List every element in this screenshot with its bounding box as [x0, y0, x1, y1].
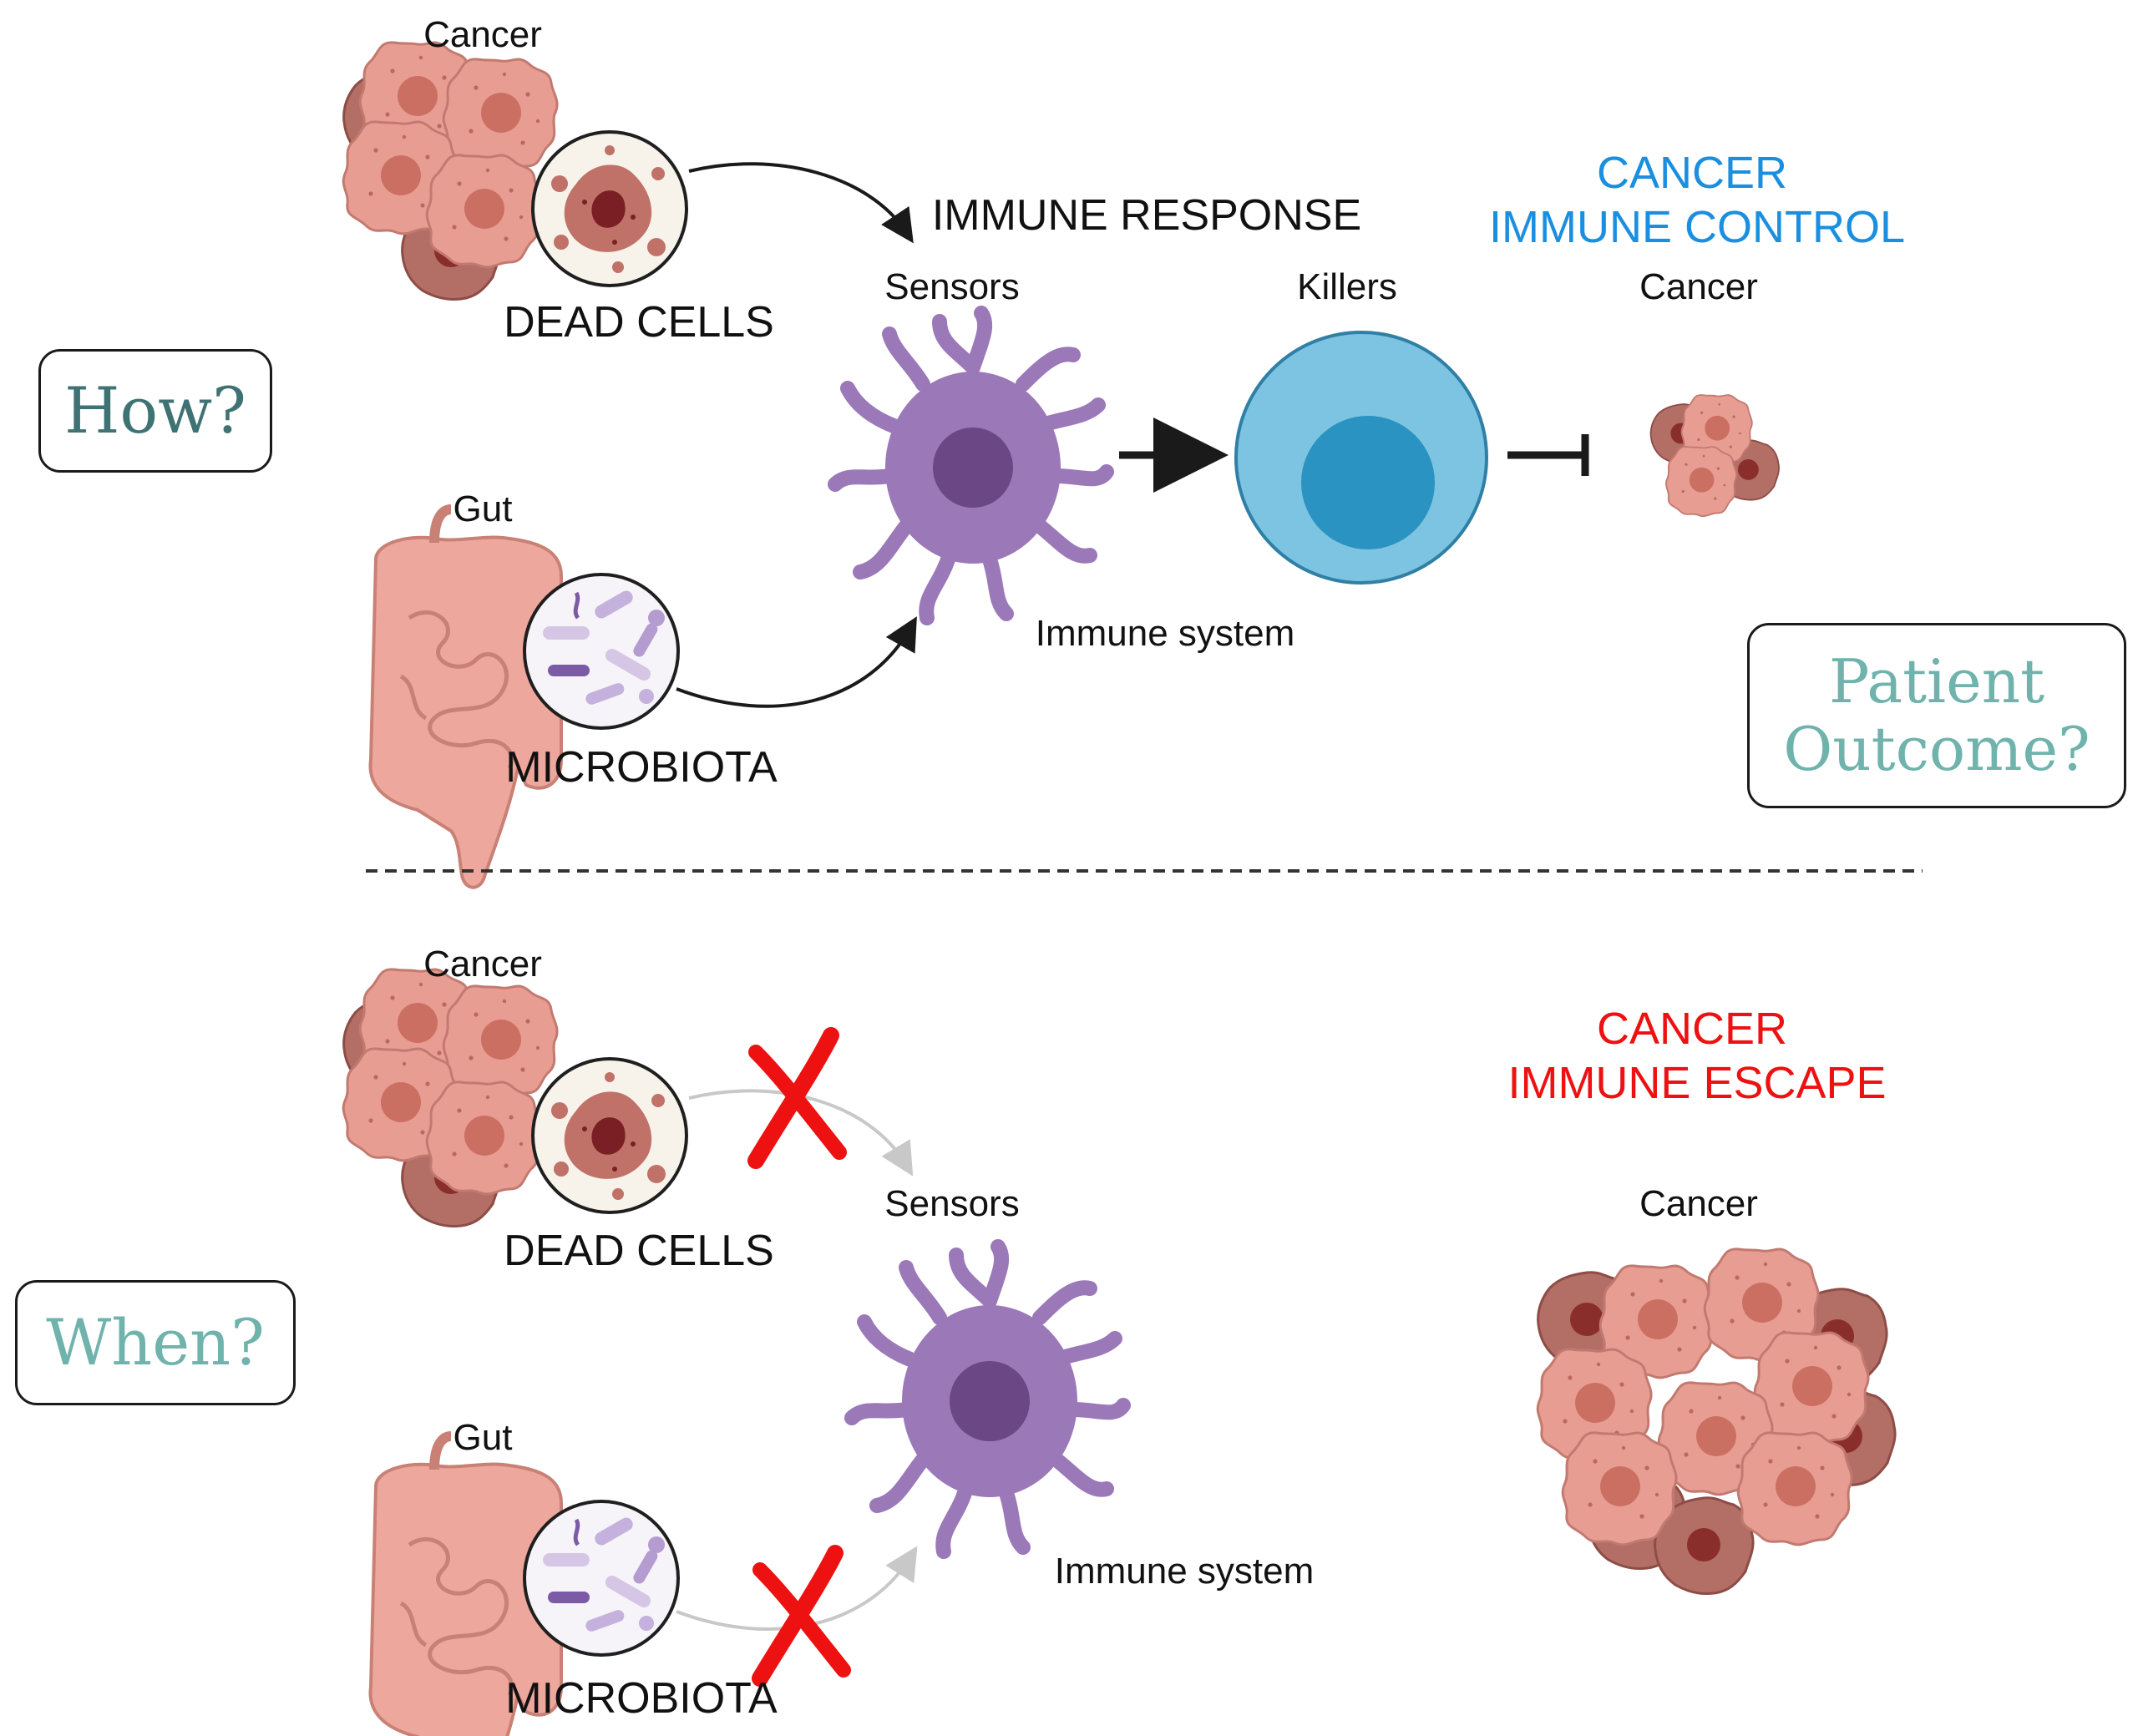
label-dead-cells-bottom: DEAD CELLS — [504, 1227, 774, 1275]
label-gut-bottom: Gut — [453, 1417, 513, 1458]
question-patient-line1: Patient — [1828, 646, 2044, 717]
arrow-dead-cells-to-sensors — [688, 162, 914, 244]
dead-cells-inset-bottom — [531, 1057, 688, 1214]
red-x-microbiota — [760, 1553, 844, 1678]
label-immune-response: IMMUNE RESPONSE — [931, 191, 1362, 240]
label-gut-top: Gut — [453, 488, 513, 529]
label-dead-cells-top: DEAD CELLS — [504, 298, 774, 347]
label-cancer-small: Cancer — [1639, 266, 1758, 307]
microbiota-inset-top — [524, 574, 678, 728]
microbiota-inset-bottom — [524, 1501, 678, 1655]
label-immune-system-top: Immune system — [1035, 613, 1295, 654]
question-how-text: How? — [64, 373, 246, 448]
cancer-cluster-bottom — [342, 968, 559, 1228]
label-cancer-bottom: Cancer — [423, 944, 542, 984]
gut-top — [370, 509, 561, 888]
question-when-text: When? — [46, 1305, 265, 1380]
sensor-cell-top — [835, 313, 1107, 618]
sensor-cell-bottom — [852, 1247, 1123, 1551]
label-outcome-escape-line2: IMMUNE ESCAPE — [1507, 1058, 1887, 1108]
label-outcome-control-line1: CANCER — [1596, 148, 1788, 198]
red-x-dead-cells — [756, 1035, 839, 1161]
question-patient-line2: Outcome? — [1783, 714, 2090, 784]
label-microbiota-bottom: MICROBIOTA — [505, 1674, 778, 1723]
arrow-microbiota-to-sensors — [676, 616, 917, 708]
label-outcome-control-line2: IMMUNE CONTROL — [1489, 202, 1905, 252]
question-box-when: When? — [15, 1280, 296, 1405]
label-sensors-bottom: Sensors — [884, 1183, 1020, 1224]
inhibition-bar — [1507, 434, 1589, 476]
dead-cells-inset-top — [531, 130, 688, 287]
killer-cell — [1234, 331, 1488, 585]
label-cancer-top: Cancer — [423, 14, 542, 55]
label-cancer-large: Cancer — [1639, 1183, 1758, 1224]
question-box-how: How? — [38, 349, 272, 473]
blocked-arrow-dead-cells — [688, 1089, 914, 1177]
label-sensors-top: Sensors — [884, 266, 1020, 307]
label-immune-system-bottom: Immune system — [1054, 1551, 1315, 1592]
label-killers: Killers — [1297, 266, 1397, 307]
label-outcome-escape-line1: CANCER — [1596, 1004, 1788, 1054]
cancer-cluster-top — [342, 41, 559, 301]
cancer-small-cluster — [1649, 394, 1780, 518]
question-box-patient-outcome: Patient Outcome? — [1747, 623, 2126, 808]
label-microbiota-top: MICROBIOTA — [505, 743, 778, 792]
cancer-large-cluster — [1536, 1248, 1897, 1596]
